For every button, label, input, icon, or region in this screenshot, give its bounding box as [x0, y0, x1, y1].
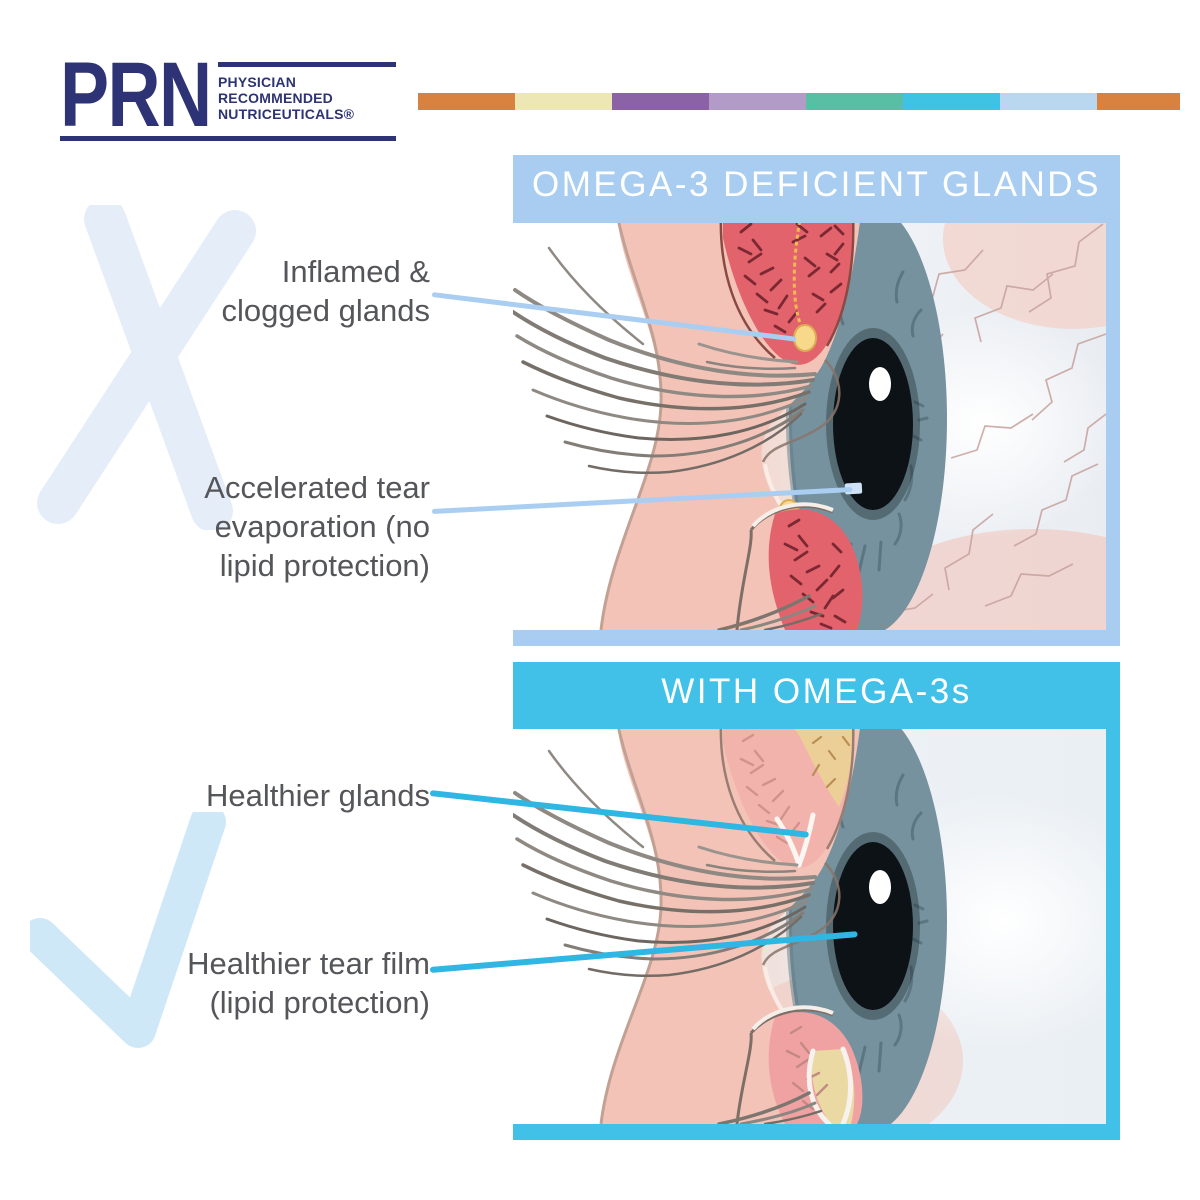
frame-top-strip	[513, 721, 1120, 729]
panel-deficient-title: OMEGA-3 DEFICIENT GLANDS	[532, 164, 1101, 204]
sclera-veins	[890, 223, 1106, 613]
upper-gland-outline	[719, 214, 855, 359]
upper-gland-inflamed	[723, 214, 854, 365]
upper-eyelashes	[513, 246, 817, 474]
healthy-eye-svg	[513, 721, 1120, 1124]
lower-gland-inflamed	[768, 509, 863, 630]
lower-lid-white-edge	[751, 1005, 834, 1031]
panel-deficient-header: OMEGA-3 DEFICIENT GLANDS	[513, 155, 1120, 214]
check-stroke	[30, 812, 226, 1048]
brand-bar-segment-orange-2	[1097, 93, 1180, 110]
brand-bar-segment-purple	[612, 93, 710, 110]
frame-top-strip	[513, 214, 1120, 223]
label-inflamed-clogged-glands: Inflamed & clogged glands	[130, 252, 430, 330]
logo-underline	[60, 136, 396, 141]
logo-acronym: PRN	[60, 44, 212, 146]
prn-logo: PRN PHYSICIAN RECOMMENDED NUTRICEUTICALS…	[60, 44, 396, 146]
frame-right-strip	[1106, 214, 1120, 630]
pupil-highlight	[869, 870, 891, 904]
healthy-eye-illustration	[513, 721, 1120, 1124]
label-line: Healthier glands	[205, 778, 430, 813]
iris-marks	[838, 773, 929, 1075]
lower-lid-white-edge	[751, 502, 834, 528]
lower-healthy-duct	[806, 1046, 853, 1124]
healthy-lipid-region	[789, 721, 854, 807]
label-line: clogged glands	[221, 293, 430, 328]
label-healthier-glands: Healthier glands	[130, 776, 430, 815]
label-line: Inflamed &	[281, 254, 430, 289]
lipid-texture	[811, 735, 851, 789]
brand-bar-segment-teal	[806, 93, 904, 110]
irritation-blush-top	[943, 214, 1106, 329]
logo-tagline-line2: NUTRICEUTICALS®	[218, 106, 355, 122]
label-line: Healthier tear film	[187, 946, 430, 981]
frame-right-strip	[1106, 721, 1120, 1124]
lower-eyelashes	[717, 1091, 823, 1124]
lid-margin-fold	[761, 862, 841, 966]
label-accelerated-tear-evaporation: Accelerated tear evaporation (no lipid p…	[130, 468, 430, 585]
x-stroke-2	[37, 210, 256, 524]
label-line: lipid protection)	[219, 548, 430, 583]
panel-deficient-bottom-bar	[513, 630, 1120, 646]
deficient-eye-illustration	[513, 214, 1120, 630]
panel-omega3-title: WITH OMEGA-3s	[661, 671, 972, 711]
upper-gland-clogged-texture	[737, 222, 845, 340]
upper-gland-outline	[719, 721, 855, 862]
brand-bar-segment-lavender	[709, 93, 807, 110]
label-line: (lipid protection)	[209, 985, 430, 1020]
lower-eyelashes	[717, 594, 823, 630]
gland-clog-blob	[793, 324, 817, 352]
x-mark-watermark	[37, 205, 256, 530]
deficient-eye-svg	[513, 214, 1120, 630]
upper-eyelashes	[513, 749, 817, 977]
panel-omega3-bottom-bar	[513, 1124, 1120, 1140]
label-line: evaporation (no	[214, 509, 430, 544]
logo-tagline: PHYSICIAN RECOMMENDED NUTRICEUTICALS®	[218, 62, 396, 122]
panel-omega3-header: WITH OMEGA-3s	[513, 662, 1120, 721]
healthy-duct	[774, 812, 816, 868]
lower-lipid-region	[811, 1049, 855, 1124]
lid-margin-fold	[761, 359, 841, 463]
pupil-highlight	[869, 367, 891, 401]
brand-color-bar	[418, 93, 1180, 110]
pupil	[833, 842, 913, 1010]
check-mark-watermark	[30, 812, 226, 1048]
logo-tagline-line1: PHYSICIAN RECOMMENDED	[218, 74, 333, 106]
brand-bar-segment-cyan	[903, 93, 1001, 110]
brand-bar-segment-orange-1	[418, 93, 516, 110]
pupil	[833, 338, 913, 510]
label-line: Accelerated tear	[204, 470, 430, 505]
label-healthier-tear-film: Healthier tear film (lipid protection)	[130, 944, 430, 1022]
brand-bar-segment-cream	[515, 93, 613, 110]
healthy-gland-texture	[739, 733, 801, 845]
brand-bar-segment-light-blue	[1000, 93, 1098, 110]
